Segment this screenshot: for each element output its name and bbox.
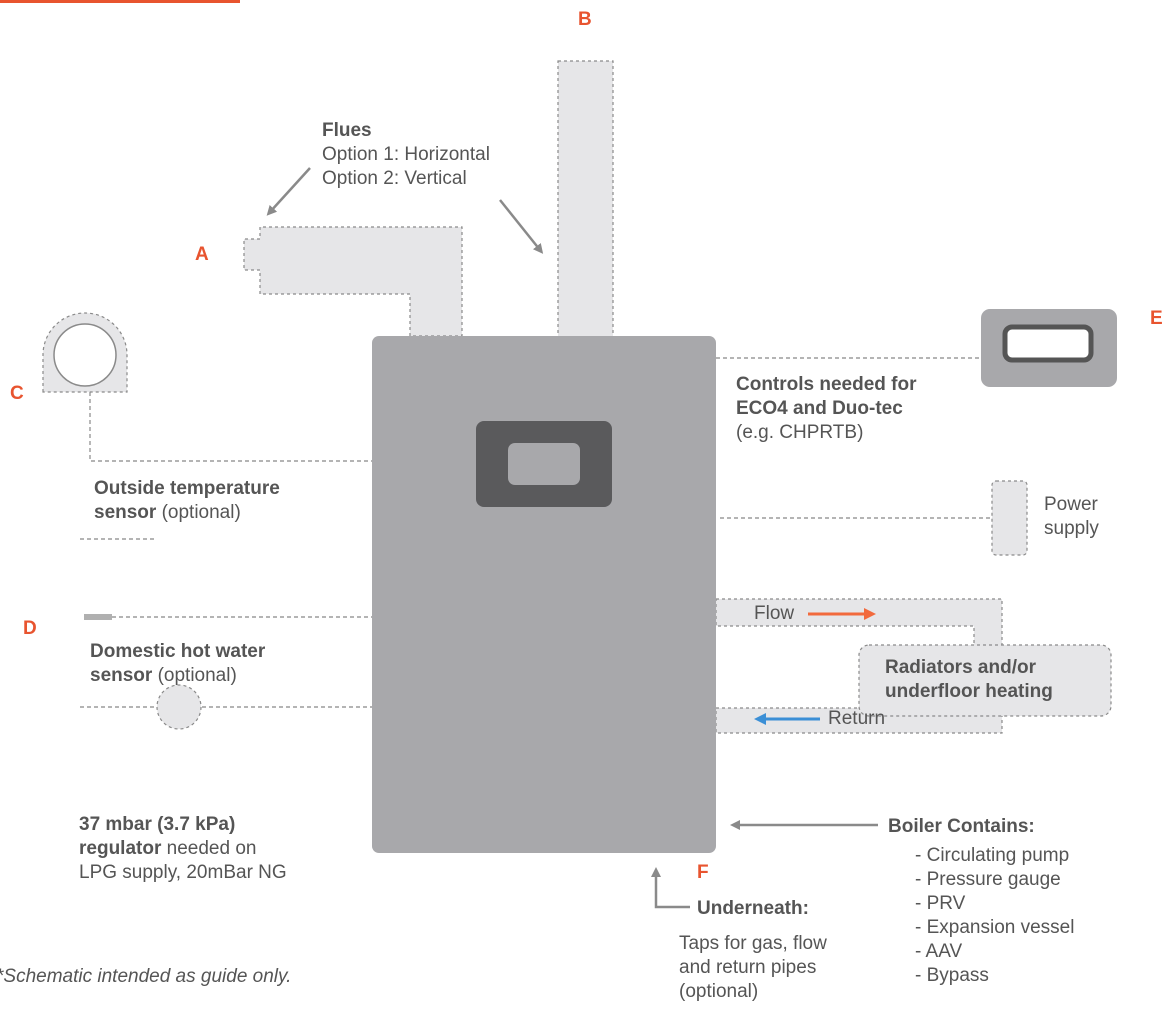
power-supply	[991, 480, 1028, 556]
return-label: Return	[828, 708, 886, 729]
flue-arrow-horizontal	[266, 167, 311, 216]
horizontal-flue	[243, 226, 463, 337]
dhw-sensor-title-2: sensor	[90, 665, 153, 686]
dhw-sensor-title: Domestic hot water	[90, 641, 266, 662]
regulator	[156, 684, 202, 730]
regulator-label: 37 mbar (3.7 kPa) regulator needed on LP…	[79, 813, 287, 885]
dhw-sensor-label: Domestic hot water sensor (optional)	[90, 640, 265, 688]
header-accent-line	[0, 0, 240, 3]
boiler-contains-heading: Boiler Contains:	[888, 816, 1035, 837]
dhw-sensor	[84, 614, 112, 620]
radiators-line-2: underfloor heating	[885, 681, 1053, 702]
underneath-line-3: (optional)	[679, 981, 759, 1002]
underneath-line-1: Taps for gas, flow	[679, 933, 827, 954]
underneath-label: Underneath:	[697, 897, 809, 921]
label-letter-b: B	[578, 9, 592, 30]
outside-sensor-title: Outside temperature	[94, 478, 280, 499]
boiler-contains-item: - Circulating pump	[915, 845, 1070, 866]
boiler-body	[372, 336, 716, 853]
controls-detail: (e.g. CHPRTB)	[736, 422, 864, 443]
flow-label: Flow	[754, 603, 795, 624]
dhw-sensor-optional: (optional)	[152, 665, 237, 686]
power-line-1: Power	[1044, 494, 1098, 515]
boiler-contains-item: - Expansion vessel	[915, 917, 1075, 938]
boiler-contains-item: - AAV	[915, 941, 963, 962]
label-letter-a: A	[195, 244, 209, 265]
flues-option-2: Option 2: Vertical	[322, 168, 467, 189]
power-line-2: supply	[1044, 518, 1099, 539]
regulator-supply: LPG supply, 20mBar NG	[79, 862, 287, 883]
flow-pipe	[715, 598, 1003, 669]
controls-title-2: ECO4 and Duo-tec	[736, 398, 903, 419]
underneath-line-2: and return pipes	[679, 957, 817, 978]
radiators-line-1: Radiators and/or	[885, 657, 1036, 678]
outside-sensor-optional: (optional)	[156, 502, 241, 523]
regulator-needed: needed on	[161, 838, 257, 859]
boiler-contains-item: - Pressure gauge	[915, 869, 1061, 890]
boiler-contains-item: - PRV	[915, 893, 966, 914]
boiler-screen-html	[508, 443, 580, 485]
footnote: *Schematic intended as guide only.	[0, 966, 292, 987]
flues-title: Flues	[322, 120, 372, 141]
vertical-flue	[557, 60, 614, 338]
radiators-box	[858, 644, 1112, 717]
flues-label: Flues Option 1: Horizontal Option 2: Ver…	[322, 119, 490, 191]
label-letter-f: F	[697, 862, 709, 883]
outside-sensor-label: Outside temperature sensor (optional)	[94, 477, 280, 525]
label-letter-c: C	[10, 383, 24, 404]
underneath-text: Taps for gas, flow and return pipes (opt…	[679, 932, 827, 1004]
flue-arrow-vertical	[499, 199, 544, 254]
regulator-title: 37 mbar (3.7 kPa)	[79, 814, 236, 835]
radiators-label: Radiators and/or underfloor heating	[885, 656, 1053, 704]
flues-option-1: Option 1: Horizontal	[322, 144, 490, 165]
label-letter-d: D	[23, 618, 37, 639]
label-letter-e: E	[1150, 308, 1163, 329]
boiler-contains-title: Boiler Contains:	[888, 815, 1035, 839]
underneath-title: Underneath:	[697, 898, 809, 919]
boiler-contains-item: - Bypass	[915, 965, 989, 986]
power-supply-label: Power supply	[1044, 493, 1099, 541]
controls-label: Controls needed for ECO4 and Duo-tec (e.…	[736, 373, 917, 445]
regulator-title-2: regulator	[79, 838, 162, 859]
outside-sensor-title-2: sensor	[94, 502, 157, 523]
outside-sensor-line	[89, 392, 372, 462]
controls-title-1: Controls needed for	[736, 374, 917, 395]
boiler-contains-list: - Circulating pump - Pressure gauge - PR…	[915, 844, 1074, 988]
